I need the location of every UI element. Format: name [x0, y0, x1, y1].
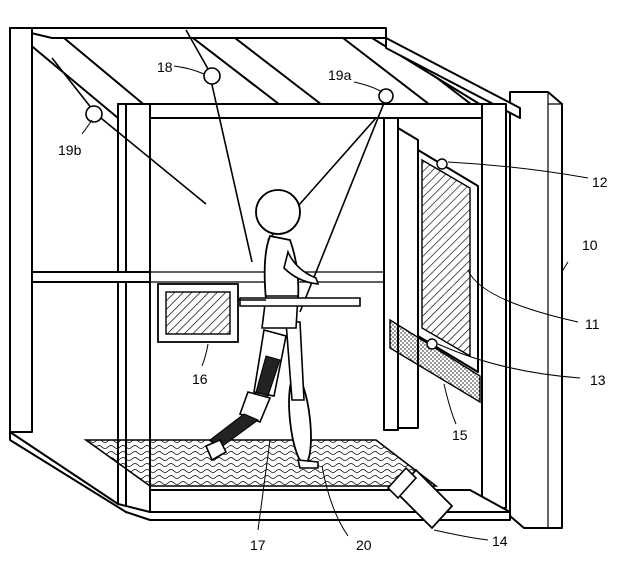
- sensor-12: [436, 158, 448, 170]
- label-10: 10: [582, 237, 598, 253]
- label-19b: 19b: [58, 142, 82, 158]
- label-18: 18: [157, 59, 173, 75]
- camera-device: [386, 466, 454, 530]
- label-12: 12: [592, 174, 608, 190]
- label-13: 13: [590, 372, 606, 388]
- treadmill-belt: [83, 439, 439, 487]
- label-20: 20: [356, 537, 372, 553]
- pulley-19b: [85, 105, 103, 123]
- pulley-18: [203, 67, 221, 85]
- label-14: 14: [492, 533, 508, 549]
- frame-structure: [9, 27, 563, 529]
- support-bar: [239, 297, 361, 307]
- display-unit: [389, 149, 481, 404]
- label-17: 17: [250, 537, 266, 553]
- subject-figure: [255, 189, 320, 469]
- label-16: 16: [192, 371, 208, 387]
- label-11: 11: [585, 316, 600, 332]
- sensor-13: [426, 338, 438, 350]
- label-19a: 19a: [328, 67, 352, 83]
- leader-lines: [81, 65, 589, 541]
- label-15: 15: [452, 427, 468, 443]
- monitor: [157, 283, 266, 343]
- leg-assist-device: [204, 328, 287, 462]
- pulley-19a: [378, 88, 394, 104]
